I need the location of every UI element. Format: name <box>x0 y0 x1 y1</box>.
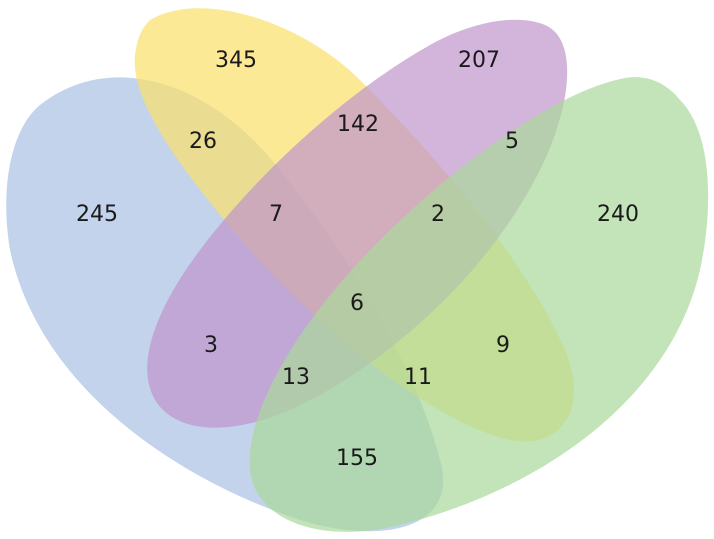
region-purple-only: 207 <box>458 48 500 73</box>
region-blue-purple: 3 <box>204 333 218 358</box>
region-all-four: 6 <box>350 291 364 316</box>
set-shapes <box>6 8 709 532</box>
set-ellipse-green <box>249 77 709 532</box>
region-blue-yellow-purple: 7 <box>269 202 283 227</box>
region-yellow-only: 345 <box>215 48 257 73</box>
region-blue-green: 155 <box>336 446 378 471</box>
set-ellipse-purple <box>147 19 568 428</box>
region-yellow-purple: 142 <box>337 112 379 137</box>
region-blue-only: 245 <box>76 202 118 227</box>
region-labels: 245 345 207 240 26 142 5 7 2 6 3 9 13 11… <box>76 48 639 471</box>
region-yellow-green: 9 <box>496 333 510 358</box>
region-purple-green: 5 <box>505 129 519 154</box>
region-blue-purple-green: 13 <box>282 365 310 390</box>
region-green-only: 240 <box>597 202 639 227</box>
region-blue-yellow: 26 <box>189 129 217 154</box>
region-blue-yellow-green: 11 <box>404 365 432 390</box>
region-yellow-purple-green: 2 <box>431 202 445 227</box>
